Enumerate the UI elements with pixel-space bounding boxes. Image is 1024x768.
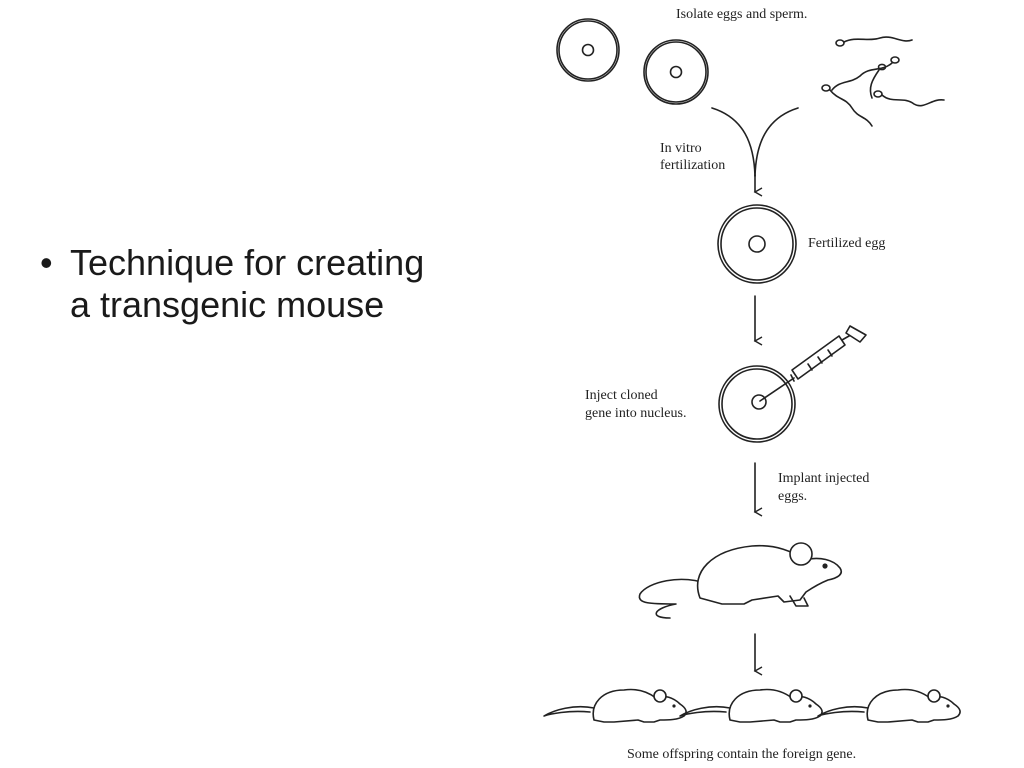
label-offspring: Some offspring contain the foreign gene. (627, 747, 856, 762)
label-inject-line-1: Inject cloned (585, 388, 658, 403)
bullet-text: Technique for creating a transgenic mous… (70, 242, 424, 326)
syringe-icon (759, 325, 867, 402)
label-ivf-line-1: In vitro (660, 141, 702, 156)
label-implant-line-1: Implant injected (778, 471, 869, 486)
merge-line-left (711, 107, 756, 177)
bullet-line-1: Technique for creating (70, 242, 425, 283)
bullet-line-2: a transgenic mouse (70, 284, 385, 325)
sperm-cells (821, 36, 945, 127)
bullet-item: • Technique for creating a transgenic mo… (40, 242, 480, 326)
offspring-mouse-icon (679, 688, 823, 723)
label-inject-line-2: gene into nucleus. (585, 406, 686, 421)
bullet-symbol: • (40, 242, 53, 283)
bullet-list: • Technique for creating a transgenic mo… (40, 242, 480, 326)
label-isolate: Isolate eggs and sperm. (676, 7, 807, 22)
offspring-mouse-icon (543, 688, 687, 723)
merge-line-right (754, 107, 799, 177)
offspring-mouse-icon (817, 688, 961, 723)
mouse-icon (638, 542, 843, 619)
egg-2 (643, 39, 709, 105)
injected-egg (718, 365, 796, 443)
label-fertilized: Fertilized egg (808, 236, 885, 251)
egg-1 (556, 18, 620, 82)
label-ivf-line-2: fertilization (660, 158, 725, 173)
label-implant-line-2: eggs. (778, 489, 807, 504)
fertilized-egg (717, 204, 797, 284)
